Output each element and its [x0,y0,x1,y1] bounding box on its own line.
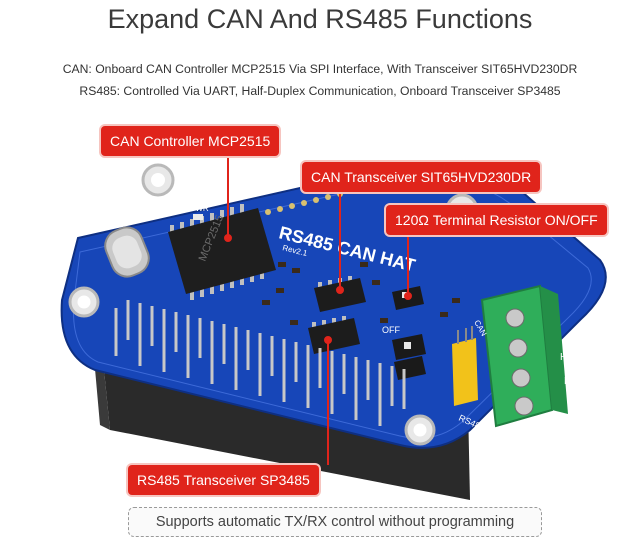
off-silkscreen: OFF [382,325,400,335]
crystal-oscillator [104,226,150,278]
subtitle-can: CAN: Onboard CAN Controller MCP2515 Via … [62,62,578,76]
callout-can-transceiver: CAN Transceiver SIT65HVD230DR [302,162,541,192]
callout-leaders [224,156,412,465]
smd-components [262,262,460,325]
callout-can-controller: CAN Controller MCP2515 [101,126,280,156]
rs485-transceiver-chip [308,316,360,354]
yellow-pin-header [452,326,478,406]
pwr-led [193,214,203,220]
footer-note: Supports automatic TX/RX control without… [128,507,542,537]
top-pin-holes [265,191,343,215]
pwr-silkscreen: PWR [190,204,209,213]
mcp2515-chip: MCP2515 [168,204,276,300]
terminal-label-b: B [568,400,575,411]
terminal-label-a: A [572,422,579,433]
screw-terminal-block [480,284,568,428]
terminal-label-h: H [560,352,567,363]
callout-rs485-transceiver: RS485 Transceiver SP3485 [128,465,319,495]
page-title: Expand CAN And RS485 Functions [107,4,533,34]
callout-terminal-resistor: 120Ω Terminal Resistor ON/OFF [386,205,607,235]
gpio-pins [114,300,406,426]
subtitle-rs485: RS485: Controlled Via UART, Half-Duplex … [79,84,561,98]
terminal-label-l: L [564,376,570,387]
rs485-switch [392,334,426,380]
